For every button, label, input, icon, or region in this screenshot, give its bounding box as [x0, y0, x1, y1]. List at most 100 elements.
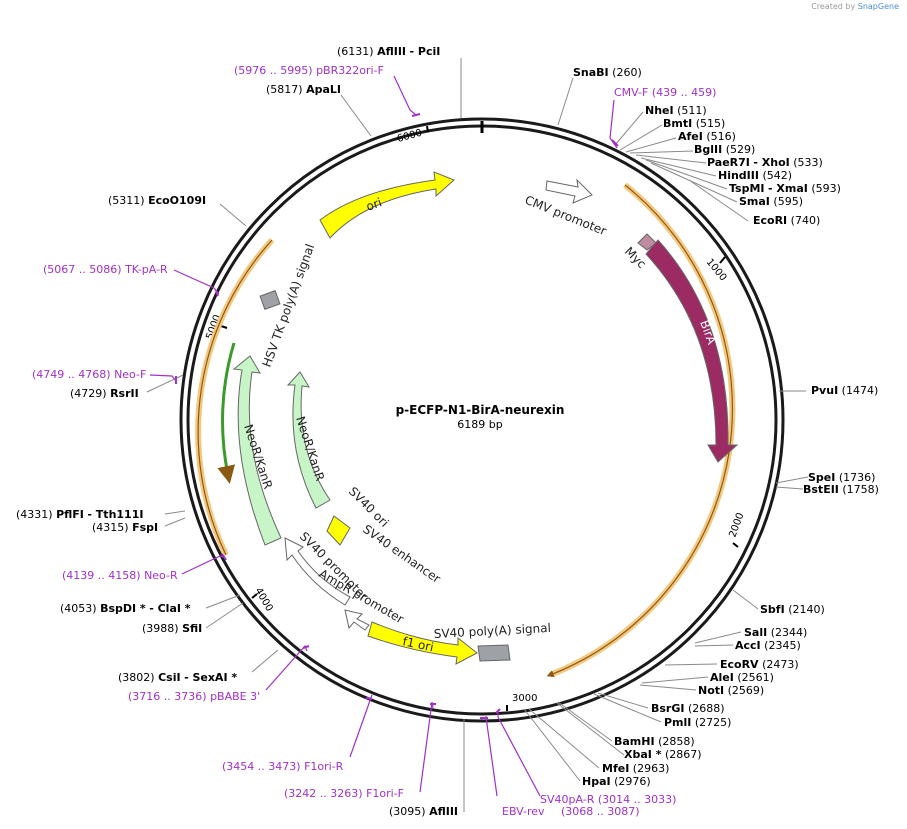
- primer-pbabe-3: (3716 .. 3736) pBABE 3': [128, 690, 260, 703]
- tick-5000-mark: [220, 325, 228, 329]
- site-pos: (516): [706, 130, 736, 143]
- cmv-promoter-feature: [545, 178, 593, 204]
- site-name: PflFI: [56, 508, 84, 521]
- tick-2000: 2000: [727, 511, 746, 539]
- site-accI: AccI (2345): [735, 639, 801, 652]
- site-name: AflIII: [377, 45, 406, 58]
- primer-name: EBV-rev: [502, 805, 545, 818]
- site-pos: (260): [612, 66, 642, 79]
- primer-name: CMV-F: [614, 86, 648, 99]
- neor-orf-arc-core: [197, 239, 273, 556]
- site-labels-right: SnaBI (260) NheI (511) BmtI (515) AfeI (…: [573, 66, 879, 788]
- site-name: BspDI *: [100, 602, 146, 615]
- site-name: NotI: [698, 684, 724, 697]
- site-pos: (3988): [142, 622, 179, 635]
- neor-kanr-outer-feature: [232, 355, 282, 546]
- site-pos: (529): [726, 143, 756, 156]
- site-name: AccI: [735, 639, 761, 652]
- site-bamHI: BamHI (2858): [614, 735, 695, 748]
- ori-label: ori: [364, 195, 383, 213]
- site-name: PvuI: [811, 384, 838, 397]
- primer-marks: [175, 113, 619, 719]
- primer-ebv-rev: EBV-rev: [502, 805, 545, 818]
- credit-prefix: Created by: [811, 2, 856, 11]
- primer-name: SV40pA-R: [540, 793, 595, 806]
- f1-ori-label: f1 ori: [401, 634, 435, 654]
- site-pos: (533): [793, 156, 823, 169]
- snapgene-logo: SnapGene: [857, 2, 899, 11]
- site-name: PmlI: [664, 716, 691, 729]
- primer-range: (3068 .. 3087): [561, 805, 640, 818]
- site-pos: (1474): [842, 384, 879, 397]
- backbone-outer-ring: [179, 117, 785, 723]
- site-name: BstEII: [803, 483, 839, 496]
- site-name: PaeR7I: [707, 156, 750, 169]
- site-name: SpeI: [808, 471, 835, 484]
- site-pos: (6131): [337, 45, 374, 58]
- site-afeI: AfeI (516): [678, 130, 736, 143]
- primer-f1ori-r: (3454 .. 3473) F1ori-R: [222, 760, 344, 773]
- site-pos: (2473): [762, 658, 799, 671]
- site-sbfI: SbfI (2140): [760, 603, 825, 616]
- site-pos: (542): [762, 169, 792, 182]
- site-sfiI: (3988) SfiI: [142, 622, 202, 635]
- site-name: BmtI: [663, 117, 692, 130]
- site-pos: (4053): [60, 602, 97, 615]
- site-name: SbfI: [760, 603, 785, 616]
- site-pos: (4331): [16, 508, 53, 521]
- site-xbaI: XbaI * (2867): [624, 748, 702, 761]
- site-pos: (2345): [764, 639, 801, 652]
- site-labels: (6131) AflIII - PciI (5817) ApaLI (5311)…: [16, 45, 458, 818]
- primer-name: pBABE 3': [210, 690, 260, 703]
- site-pos: (740): [791, 214, 821, 227]
- primer-name: pBR322ori-F: [316, 64, 384, 77]
- site-name: SmaI: [739, 195, 770, 208]
- site-pos: (2569): [728, 684, 765, 697]
- primer-sv40pa-r: SV40pA-R (3014 .. 3033): [540, 793, 676, 806]
- site-pos: (3802): [118, 671, 155, 684]
- site-bstEII: BstEII (1758): [803, 483, 879, 496]
- site-csiI: (3802) CsiI - SexAI *: [118, 671, 237, 684]
- site-aflIII-bottom: (3095) AflIII: [389, 805, 458, 818]
- site-name: XbaI *: [624, 748, 662, 761]
- primer-range: (3014 .. 3033): [598, 793, 677, 806]
- primer-f1ori-f: (3242 .. 3263) F1ori-F: [284, 787, 404, 800]
- tick-1000-mark: [719, 256, 726, 264]
- site-name: SalI: [744, 626, 767, 639]
- site-mfeI: MfeI (2963): [602, 762, 669, 775]
- primer-name: Neo-F: [114, 368, 146, 381]
- site-pos: (2344): [771, 626, 808, 639]
- site-fspI: (4315) FspI: [92, 521, 158, 534]
- site-name: AfeI: [678, 130, 703, 143]
- site-name: BsrGI: [651, 702, 684, 715]
- site-extra: - Tth111I: [87, 508, 143, 521]
- site-extra: - SexAI *: [184, 671, 237, 684]
- site-name: RsrII: [110, 387, 139, 400]
- bira-feature: [645, 239, 739, 463]
- sv40-ori-feature: [326, 515, 351, 546]
- site-pflFI: (4331) PflFI - Tth111I: [16, 508, 143, 521]
- site-pos: (2867): [665, 748, 702, 761]
- ori-feature: [319, 171, 455, 239]
- sv40-promoter-feature: [284, 537, 351, 606]
- site-name: MfeI: [602, 762, 629, 775]
- site-aleI: AleI (2561): [710, 671, 774, 684]
- site-name: BglII: [694, 143, 722, 156]
- primer-name: TK-pA-R: [124, 263, 168, 276]
- site-name: EcoRV: [720, 658, 759, 671]
- site-salI: SalI (2344): [744, 626, 807, 639]
- cmv-promoter-label: CMV promoter: [523, 193, 608, 238]
- site-leader-lines: [146, 58, 809, 812]
- site-pos: (4729): [70, 387, 107, 400]
- site-pos: (5311): [108, 194, 145, 207]
- tick-2000-mark: [732, 542, 739, 548]
- site-rsrII: (4729) RsrII: [70, 387, 139, 400]
- ampr-promoter-feature: [344, 609, 370, 631]
- site-name: SnaBI: [573, 66, 609, 79]
- primer-name: Neo-R: [144, 569, 178, 582]
- site-ecoO109I: (5311) EcoO109I: [108, 194, 206, 207]
- site-pos: (3095): [389, 805, 426, 818]
- site-bspDI: (4053) BspDI * - ClaI *: [60, 602, 191, 615]
- site-name: FspI: [132, 521, 158, 534]
- sv40-polya-label: SV40 poly(A) signal: [433, 621, 551, 641]
